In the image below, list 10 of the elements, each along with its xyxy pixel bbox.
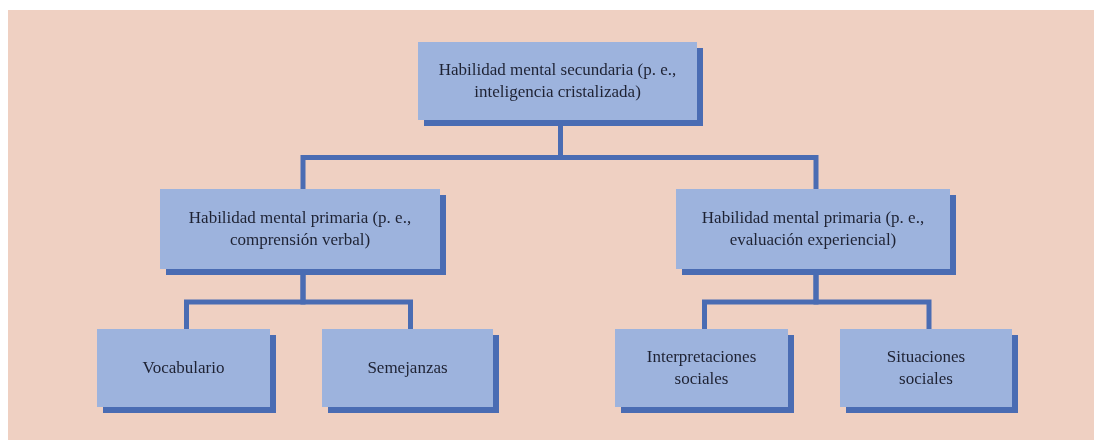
box-label: Semejanzas bbox=[367, 356, 448, 379]
connector-line bbox=[813, 275, 932, 329]
connector-line bbox=[300, 275, 413, 329]
box-label: Habilidad mental primaria (p. e., evaluación experiencial) bbox=[700, 206, 926, 251]
box-label: Habilidad mental primaria (p. e., comprensión verbal) bbox=[187, 206, 413, 251]
connector-line bbox=[558, 126, 819, 189]
box-label: Interpretaciones sociales bbox=[645, 345, 758, 390]
box-label: Situaciones sociales bbox=[885, 345, 967, 390]
box-label: Habilidad mental secundaria (p. e., inteligencia cristalizada) bbox=[437, 58, 678, 103]
box-label: Vocabulario bbox=[142, 356, 225, 379]
